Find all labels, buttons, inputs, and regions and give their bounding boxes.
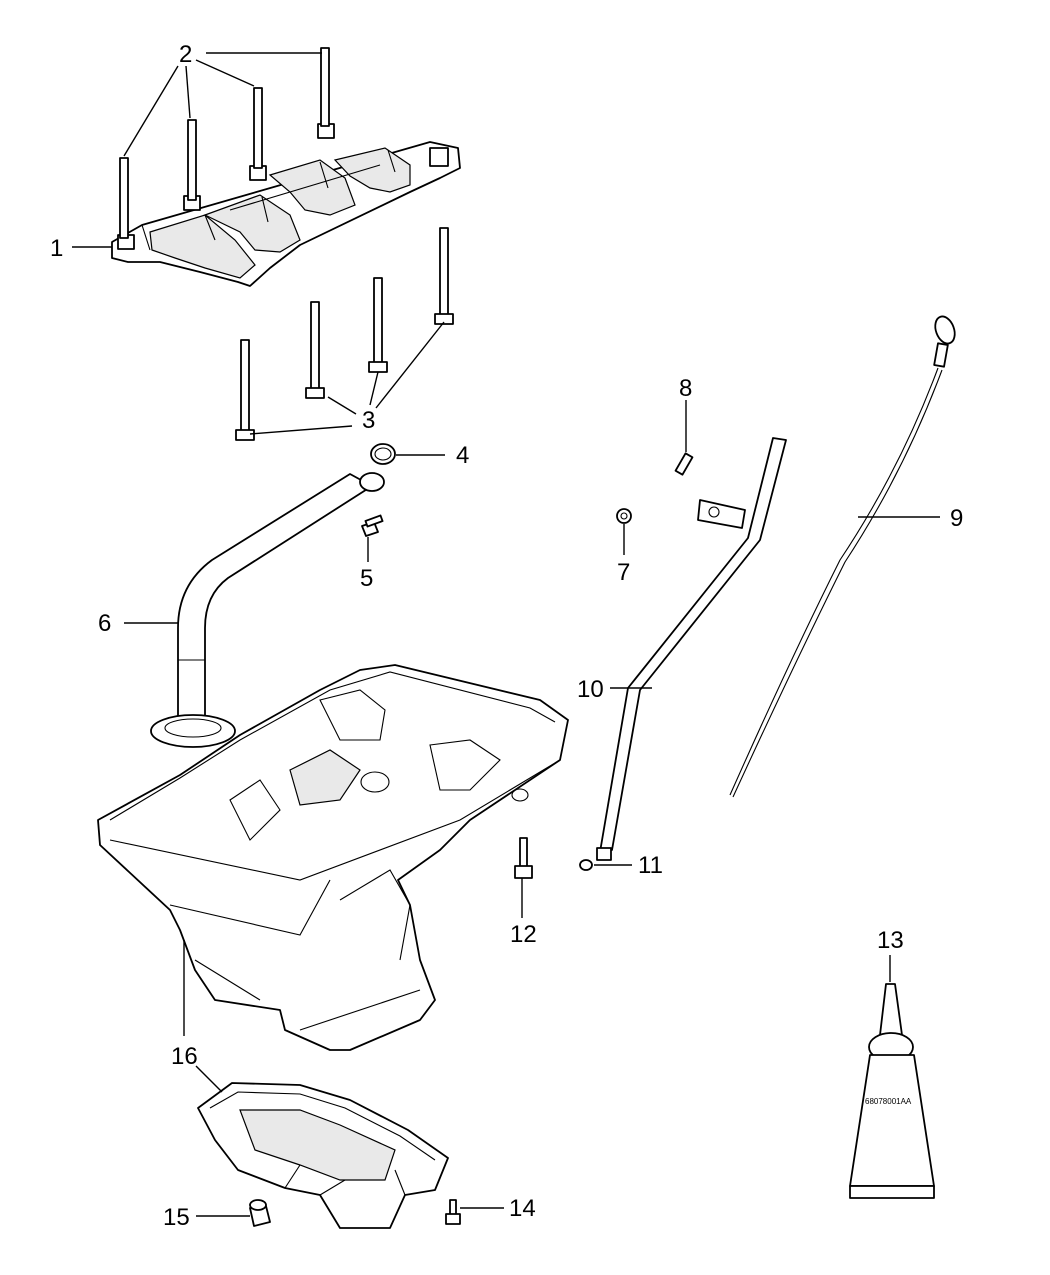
callout-5: 5 xyxy=(360,565,373,592)
part-16-upper-oil-pan xyxy=(97,664,569,1051)
leader-lines xyxy=(72,52,940,1217)
part-2-studs xyxy=(119,47,330,239)
part-3-bolts xyxy=(235,227,454,441)
part-8-pin xyxy=(674,452,694,476)
oil-pan-lower xyxy=(197,1082,449,1229)
part-11-o-ring xyxy=(579,859,593,871)
callout-11: 11 xyxy=(638,852,663,879)
callout-12: 12 xyxy=(510,921,537,948)
part-12-bolt xyxy=(514,837,533,879)
part-5-bolt xyxy=(361,514,384,537)
callout-10: 10 xyxy=(577,676,604,703)
part-6-oil-pickup-tube xyxy=(150,472,385,748)
callout-14: 14 xyxy=(509,1195,536,1222)
callout-13: 13 xyxy=(877,927,904,954)
part-10-dipstick-tube xyxy=(596,437,787,861)
callout-7: 7 xyxy=(617,559,630,586)
callout-8: 8 xyxy=(679,375,692,402)
part-7-nut xyxy=(616,508,632,524)
part-15-drain-plug xyxy=(249,1199,271,1227)
callout-1: 1 xyxy=(50,235,63,262)
callout-6: 6 xyxy=(98,610,111,637)
callout-9: 9 xyxy=(950,505,963,532)
callout-16: 16 xyxy=(171,1043,198,1070)
callout-3: 3 xyxy=(362,407,375,434)
part-4-o-ring xyxy=(370,443,396,465)
tube-print: 68078001AA xyxy=(865,1097,912,1106)
part-13-sealant-tube: 68078001AA xyxy=(849,983,935,1199)
part-1-bedplate xyxy=(111,123,461,287)
part-14-bolt xyxy=(445,1199,461,1225)
part-9-dipstick xyxy=(729,315,956,798)
callout-labels: 1 2 3 4 5 6 7 8 9 10 11 12 13 14 15 16 xyxy=(50,41,963,1231)
callout-15: 15 xyxy=(163,1204,190,1231)
callout-4: 4 xyxy=(456,442,469,469)
callout-2: 2 xyxy=(179,41,192,68)
